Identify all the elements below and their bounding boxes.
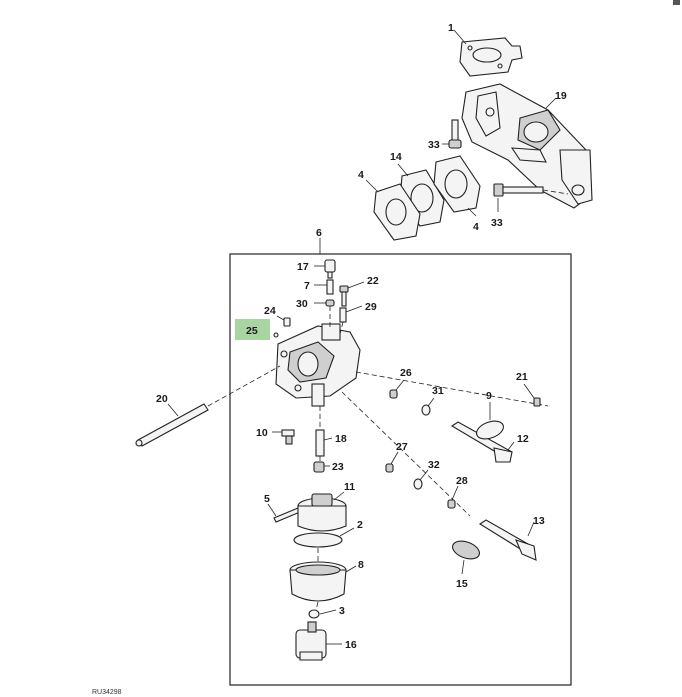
callout-22: 22 <box>367 275 379 287</box>
callout-19: 19 <box>555 90 567 102</box>
callout-33-upper: 33 <box>428 139 440 151</box>
plug-part-24 <box>283 317 291 327</box>
bushing-part-27 <box>385 463 394 473</box>
callout-27: 27 <box>396 441 408 453</box>
throttle-shaft-part-13 <box>478 519 537 561</box>
callout-13: 13 <box>533 515 545 527</box>
callout-4-right: 4 <box>473 221 479 233</box>
solenoid-part-17 <box>324 259 336 279</box>
float-bowl-part-8 <box>289 561 347 602</box>
seal-part-31 <box>421 404 431 416</box>
bushing-part-28 <box>447 499 456 509</box>
washer-part-3 <box>308 609 320 619</box>
callout-25: 25 <box>246 325 258 337</box>
callout-25-highlight <box>235 319 270 340</box>
callout-9: 9 <box>486 390 492 402</box>
intake-manifold-part-19 <box>461 83 593 209</box>
callout-18: 18 <box>335 433 347 445</box>
bushing-part-26 <box>389 389 398 399</box>
gasket-part-2 <box>293 532 343 548</box>
spring-part-29 <box>339 307 347 323</box>
screw-part-7 <box>326 279 334 295</box>
bolt-part-33-lower <box>493 183 544 197</box>
bolt-part-33-upper <box>448 119 462 149</box>
callout-30: 30 <box>296 298 308 310</box>
callout-20: 20 <box>156 393 168 405</box>
corner-marker <box>673 0 680 5</box>
callout-5: 5 <box>264 493 270 505</box>
callout-21: 21 <box>516 371 528 383</box>
choke-shaft-part-12 <box>450 421 513 463</box>
choke-plate-part-9 <box>476 420 504 440</box>
callout-23: 23 <box>332 461 344 473</box>
solenoid-part-16 <box>295 621 327 661</box>
callout-31: 31 <box>432 385 444 397</box>
callout-7: 7 <box>304 280 310 292</box>
screw-part-10 <box>281 429 295 445</box>
screw-part-21 <box>533 397 541 407</box>
callout-16: 16 <box>345 639 357 651</box>
callout-3: 3 <box>339 605 345 617</box>
callout-14: 14 <box>390 151 402 163</box>
callout-15: 15 <box>456 578 468 590</box>
seal-part-32 <box>413 478 423 490</box>
carburetor-body <box>275 323 361 407</box>
carburetor-assembly-frame <box>229 253 572 686</box>
intake-gasket-part-1 <box>459 37 523 77</box>
callout-labels: 1 19 33 14 4 4 33 6 17 7 22 30 29 24 25 … <box>156 22 567 651</box>
callout-33-lower: 33 <box>491 217 503 229</box>
washer-part-30 <box>325 299 335 307</box>
bowl-cover-part-11 <box>297 493 347 532</box>
callout-6: 6 <box>316 227 322 239</box>
callout-17: 17 <box>297 261 309 273</box>
part-25 <box>273 332 279 338</box>
figure-id: RU34298 <box>92 689 122 696</box>
gasket-part-4-right <box>433 155 481 213</box>
callout-26: 26 <box>400 367 412 379</box>
callout-11: 11 <box>344 481 355 493</box>
callout-1: 1 <box>448 22 454 34</box>
callout-4-left: 4 <box>358 169 364 181</box>
gasket-part-4-left <box>373 183 421 241</box>
screw-part-22 <box>339 285 349 307</box>
screw-part-5 <box>273 507 301 523</box>
callout-12: 12 <box>517 433 529 445</box>
throttle-plate-part-15 <box>452 540 480 560</box>
callout-29: 29 <box>365 301 377 313</box>
nozzle-part-18 <box>315 429 325 457</box>
throttle-shaft-part-20 <box>135 403 209 447</box>
callout-24: 24 <box>264 305 276 317</box>
callout-32: 32 <box>428 459 440 471</box>
callout-2: 2 <box>357 519 363 531</box>
callout-10: 10 <box>256 427 268 439</box>
jet-part-23 <box>313 461 325 473</box>
callout-28: 28 <box>456 475 468 487</box>
callout-8: 8 <box>358 559 364 571</box>
